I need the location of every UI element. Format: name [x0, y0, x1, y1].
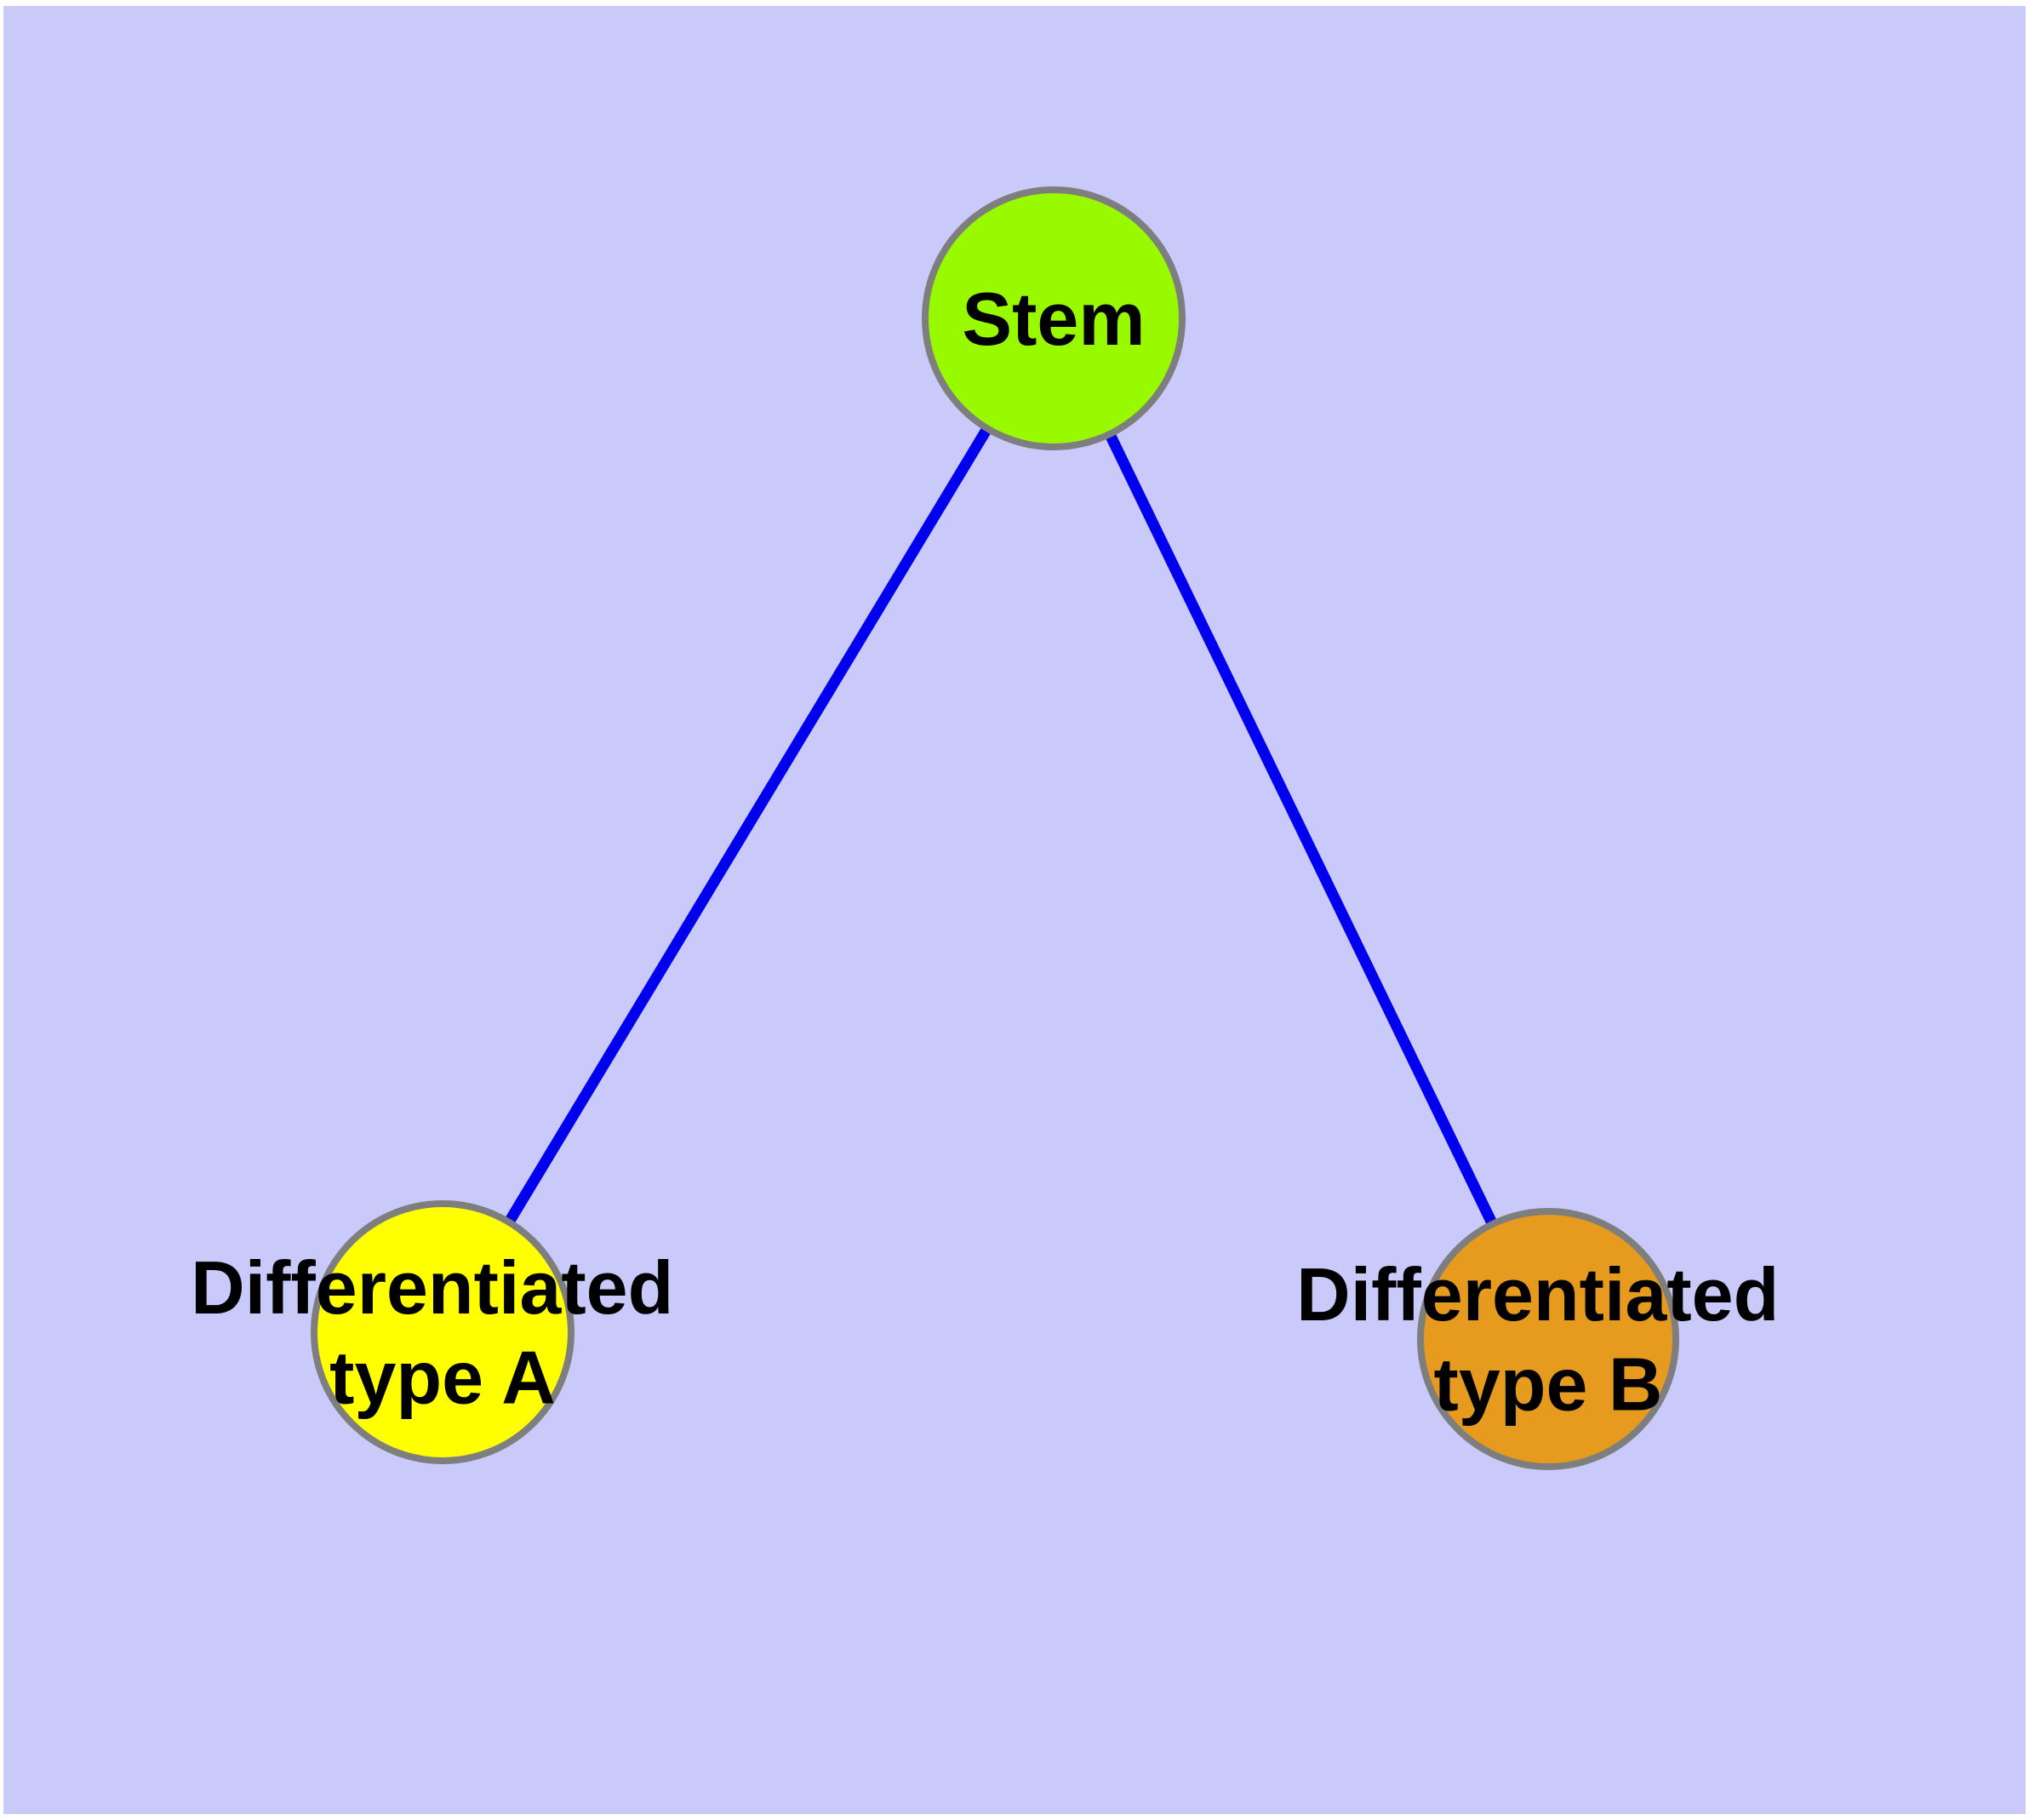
- node-stem-label-line-1: Stem: [962, 277, 1145, 361]
- node-type-b-label: Differentiated type B: [1296, 1252, 1800, 1427]
- node-type-b-label-line-1: Differentiated: [1296, 1252, 1779, 1336]
- node-stem-label: Stem: [962, 277, 1145, 361]
- node-type-a: [311, 1200, 574, 1464]
- edge-stem-to-type-a: [437, 315, 1059, 1336]
- node-type-a-label: Differentiated type A: [191, 1245, 694, 1420]
- nodes: [311, 186, 1679, 1470]
- node-stem: [922, 186, 1186, 450]
- node-labels: Stem Differentiated type A Differentiate…: [191, 277, 1800, 1427]
- node-type-a-label-line-1: Differentiated: [191, 1245, 673, 1330]
- edge-stem-to-type-b: [1049, 316, 1553, 1342]
- node-type-b: [1417, 1208, 1679, 1470]
- edges: [437, 315, 1553, 1342]
- node-type-a-label-line-2: type A: [329, 1336, 556, 1420]
- node-type-b-label-line-2: type B: [1434, 1342, 1663, 1427]
